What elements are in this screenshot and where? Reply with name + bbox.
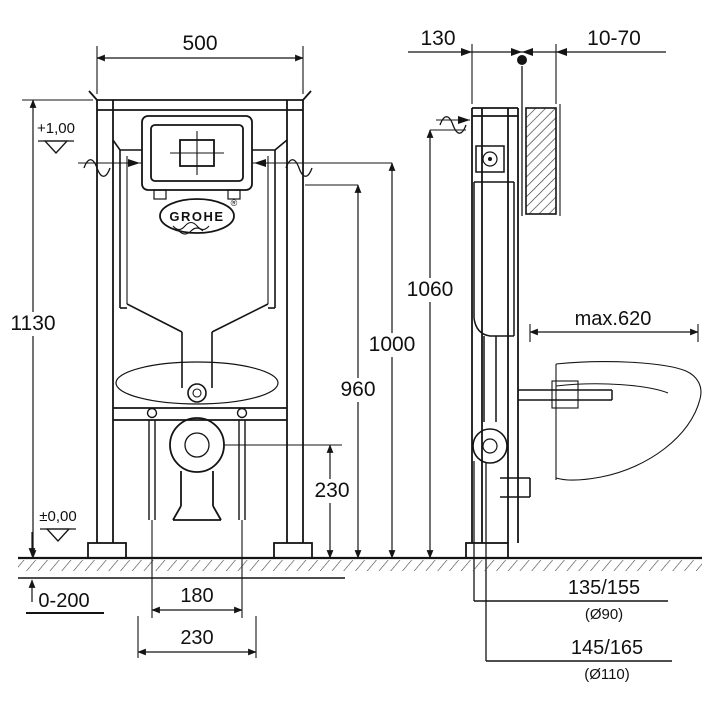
wall-break-side [439, 116, 467, 134]
level-zero: ±0,00 [39, 508, 76, 525]
level-symbol-floor [45, 528, 71, 542]
flush-plate [141, 115, 253, 200]
wall-break-right [285, 159, 313, 177]
dim-max-620: max.620 [575, 308, 652, 330]
cistern-side [473, 145, 515, 422]
wall-datum-dot [517, 55, 527, 65]
mounting-bolts [146, 407, 248, 520]
brand-logo-text: GROHE [169, 209, 224, 224]
dia-110: (Ø110) [584, 666, 630, 683]
grohe-logo: GROHE ® [159, 198, 238, 235]
wall-break-left [83, 159, 111, 177]
dim-960: 960 [340, 378, 375, 401]
dia-90: (Ø90) [585, 606, 623, 623]
dim-width-500: 500 [182, 32, 217, 55]
dim-wall-10-70: 10-70 [587, 27, 641, 50]
level-symbol-top [43, 140, 69, 154]
dim-bottom-230: 230 [180, 627, 213, 649]
dim-height-1130: 1130 [10, 312, 55, 335]
dim-drain-230: 230 [314, 479, 349, 502]
wall-bracket-hatch [517, 55, 561, 216]
level-plus-100: +1,00 [37, 120, 75, 137]
toilet-bowl-outline [555, 361, 702, 481]
front-view-frame [87, 90, 313, 559]
dim-bolt-180: 180 [180, 585, 213, 607]
registered-mark: ® [231, 198, 238, 208]
dim-1060: 1060 [407, 278, 454, 301]
dim-foot-0-200: 0-200 [38, 590, 89, 612]
dim-outlet-145-165: 145/165 [571, 637, 643, 659]
dimension-lines: 500 1130 +1,00 ±0,00 1060 1000 [10, 27, 699, 683]
drain-assembly-front [169, 417, 225, 521]
floor-line [18, 556, 702, 579]
dim-depth-130: 130 [420, 27, 455, 50]
cistern-front [112, 139, 288, 405]
dim-outlet-135-155: 135/155 [568, 577, 640, 599]
flush-bend-pipe [518, 380, 613, 409]
dim-1000: 1000 [369, 333, 416, 356]
